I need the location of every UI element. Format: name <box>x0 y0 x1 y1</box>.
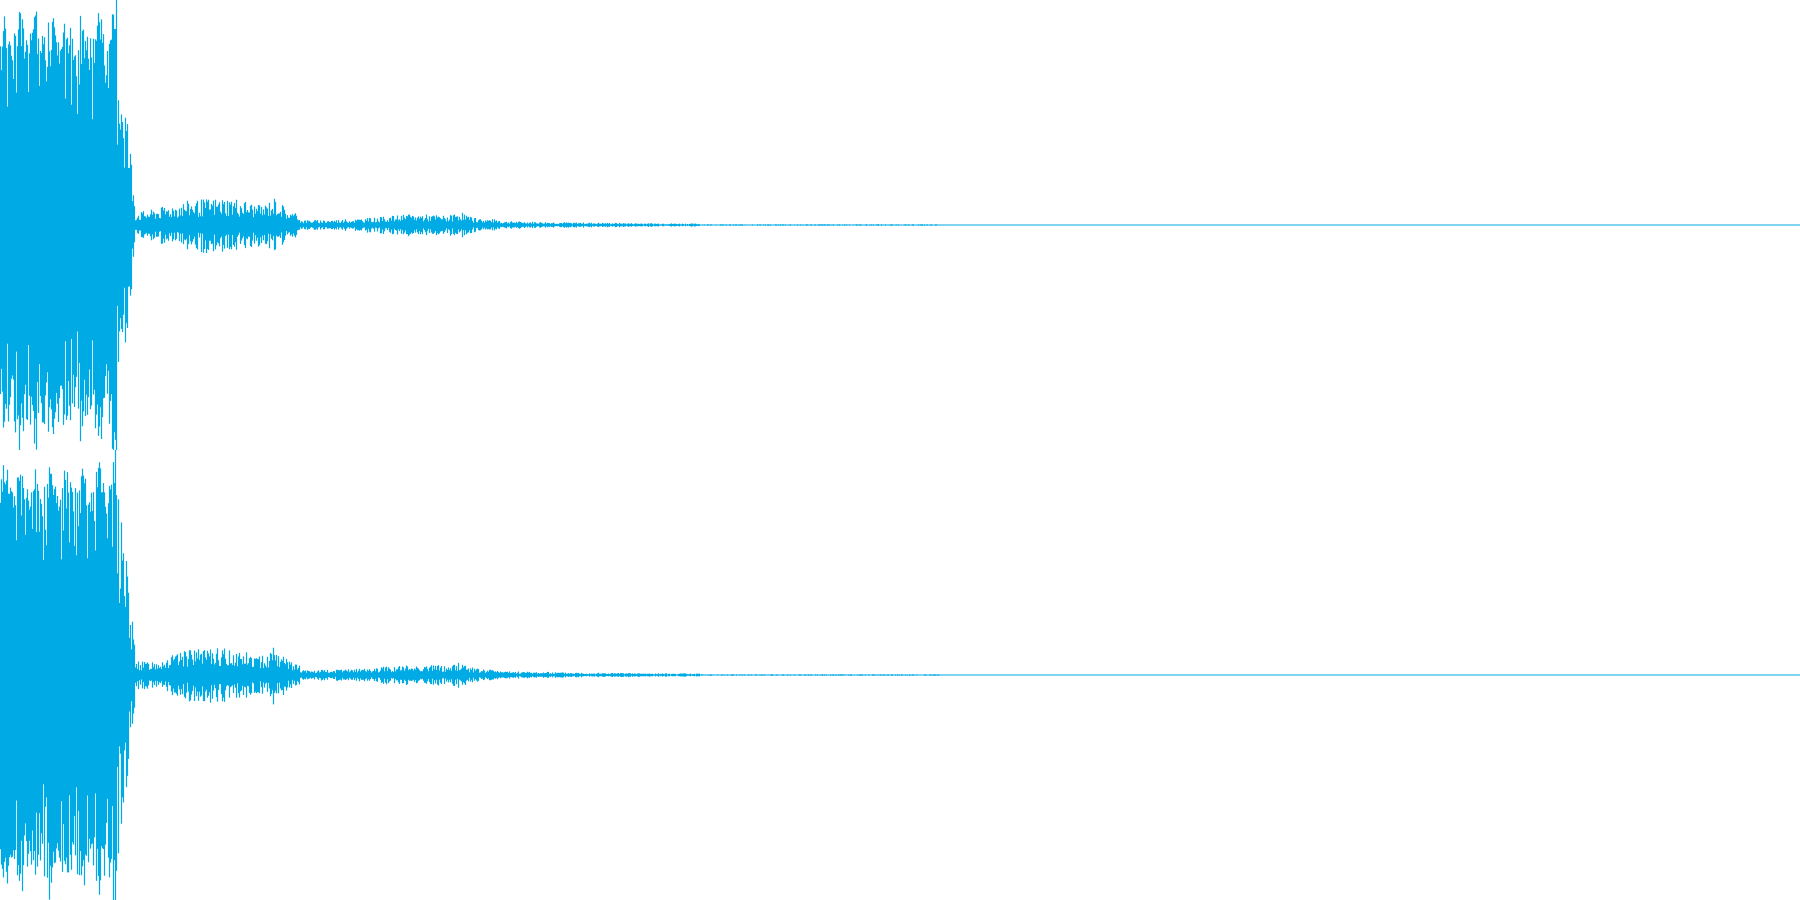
channel-left-waveform[interactable] <box>0 0 1800 450</box>
waveform-right-svg <box>0 450 1800 900</box>
waveform-left-svg <box>0 0 1800 450</box>
channel-right-waveform[interactable] <box>0 450 1800 900</box>
